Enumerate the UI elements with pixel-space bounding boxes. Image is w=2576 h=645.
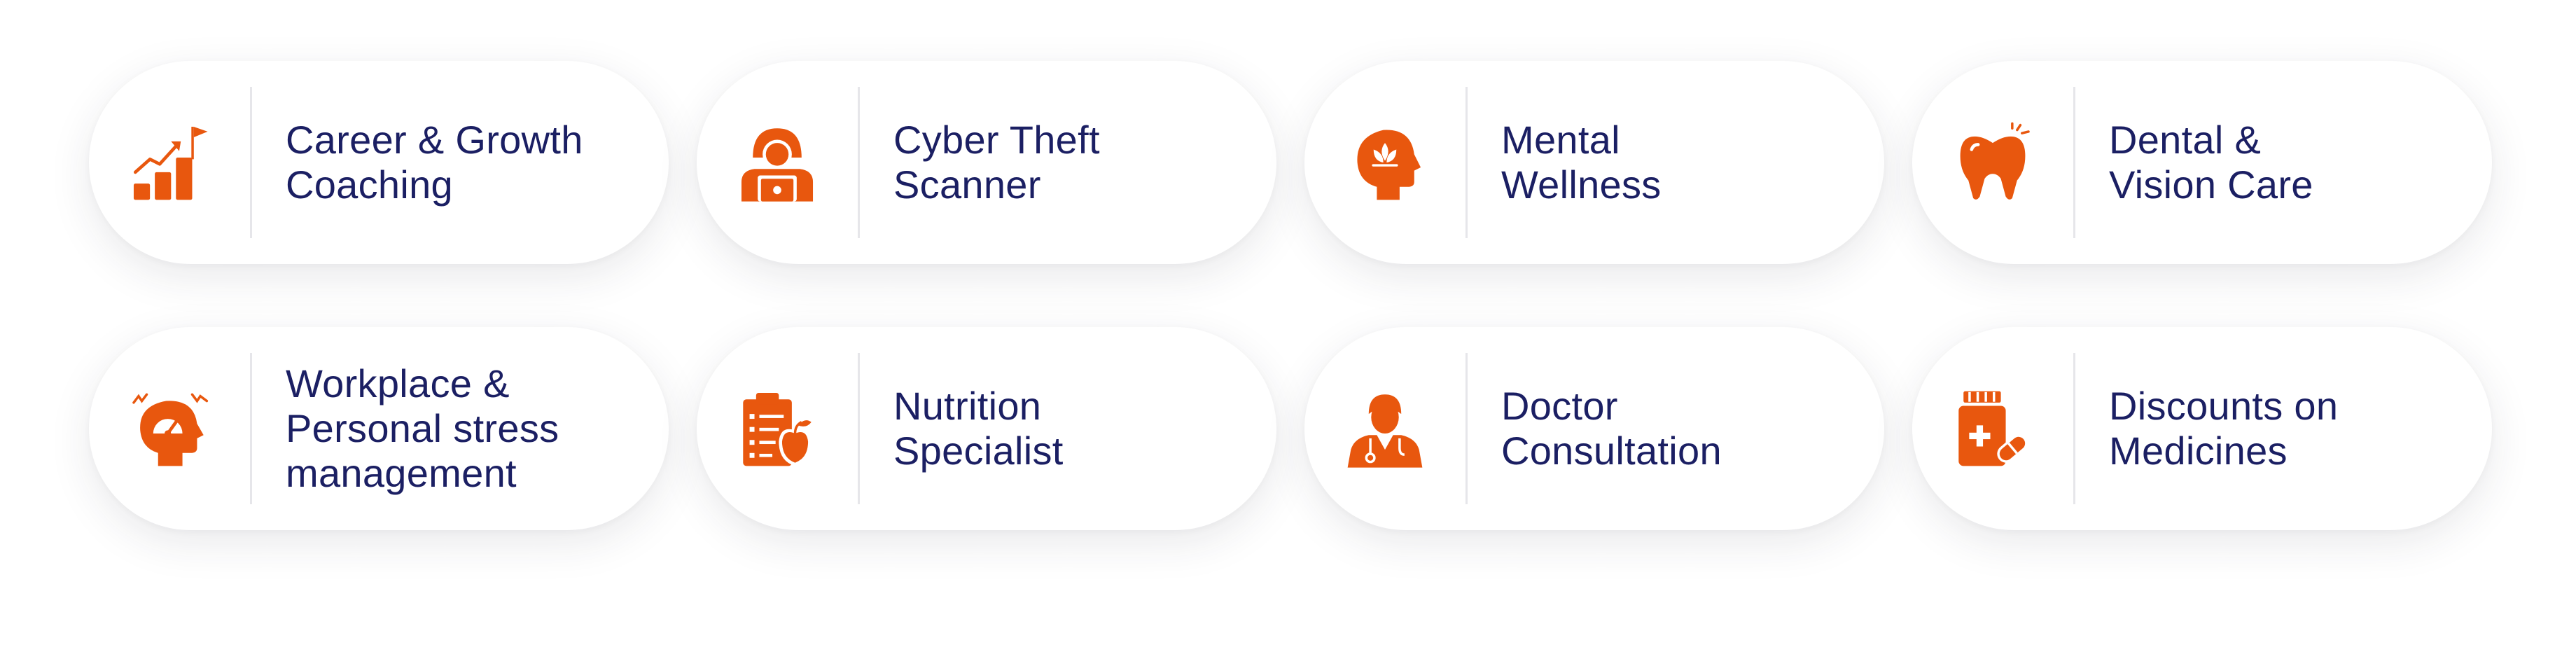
card-divider (1465, 353, 1468, 504)
service-label: Career & Growth Coaching (286, 118, 583, 207)
stress-head-icon (89, 327, 250, 530)
card-divider (858, 87, 860, 238)
service-label: Nutrition Specialist (893, 384, 1064, 473)
card-divider (2073, 87, 2075, 238)
service-card-career[interactable]: Career & Growth Coaching (89, 61, 669, 264)
card-divider (1465, 87, 1468, 238)
card-divider (2073, 353, 2075, 504)
service-label: Doctor Consultation (1501, 384, 1722, 473)
service-label: Mental Wellness (1501, 118, 1662, 207)
service-card-nutrition[interactable]: Nutrition Specialist (697, 327, 1276, 530)
card-divider (250, 87, 252, 238)
doctor-icon (1304, 327, 1465, 530)
service-card-cyber-theft[interactable]: Cyber Theft Scanner (697, 61, 1276, 264)
mental-wellness-icon (1304, 61, 1465, 264)
card-divider (858, 353, 860, 504)
service-card-stress-management[interactable]: Workplace & Personal stress management (89, 327, 669, 530)
services-grid: Career & Growth Coaching Cyber Theft Sca… (89, 61, 2492, 530)
service-card-medicines[interactable]: Discounts on Medicines (1912, 327, 2492, 530)
service-label: Discounts on Medicines (2109, 384, 2339, 473)
service-label: Workplace & Personal stress management (286, 361, 559, 495)
service-card-dental-vision[interactable]: Dental & Vision Care (1912, 61, 2492, 264)
cyber-theft-icon (697, 61, 858, 264)
service-label: Cyber Theft Scanner (893, 118, 1100, 207)
nutrition-clipboard-icon (697, 327, 858, 530)
service-card-doctor[interactable]: Doctor Consultation (1304, 327, 1884, 530)
career-growth-icon (89, 61, 250, 264)
tooth-icon (1912, 61, 2073, 264)
service-card-mental-wellness[interactable]: Mental Wellness (1304, 61, 1884, 264)
service-label: Dental & Vision Care (2109, 118, 2313, 207)
card-divider (250, 353, 252, 504)
medicine-bottle-icon (1912, 327, 2073, 530)
